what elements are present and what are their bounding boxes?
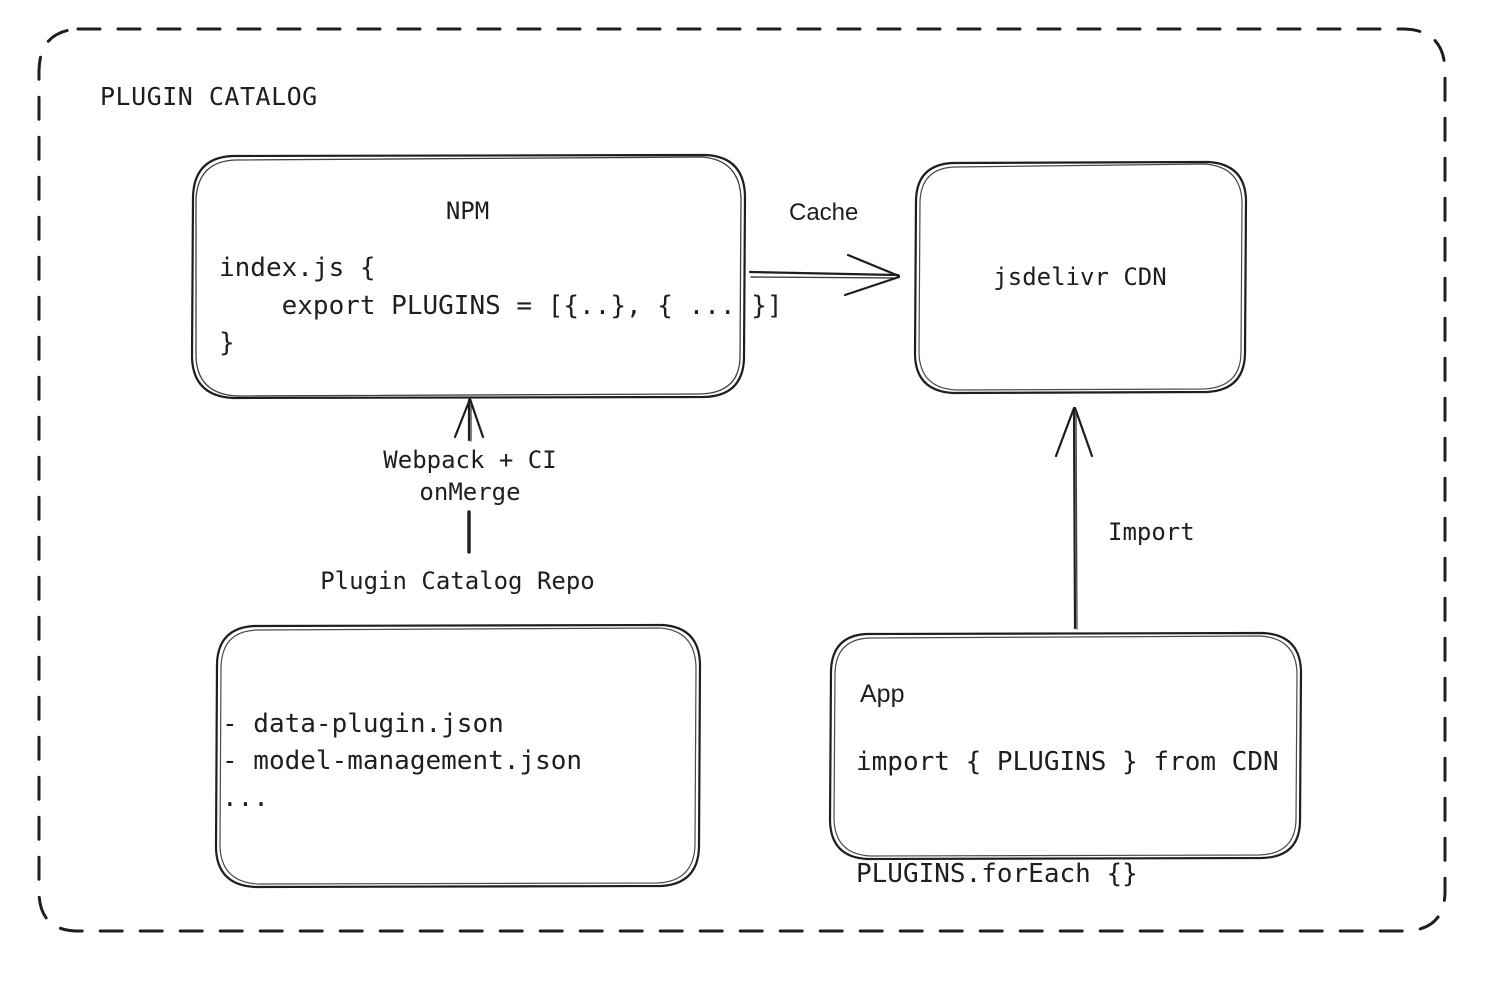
npm-node-code: index.js { export PLUGINS = [{..}, { ...… [219,253,783,359]
webpack-ci-edge-label: Webpack + CI onMerge [383,446,557,506]
app-node-title: App [860,680,905,708]
repo-node-title: Plugin Catalog Repo [320,567,595,595]
cdn-node-title: jsdelivr CDN [993,263,1167,291]
repo-node-file-list: - data-plugin.json - model-management.js… [222,709,583,813]
import-arrow [1054,406,1094,630]
app-node-code: import { PLUGINS } from CDN PLUGINS.forE… [856,747,1279,889]
cache-edge-label: Cache [789,199,859,226]
group-title: PLUGIN CATALOG [100,82,318,111]
import-edge-label: Import [1108,518,1195,546]
npm-node-title: NPM [445,197,490,225]
